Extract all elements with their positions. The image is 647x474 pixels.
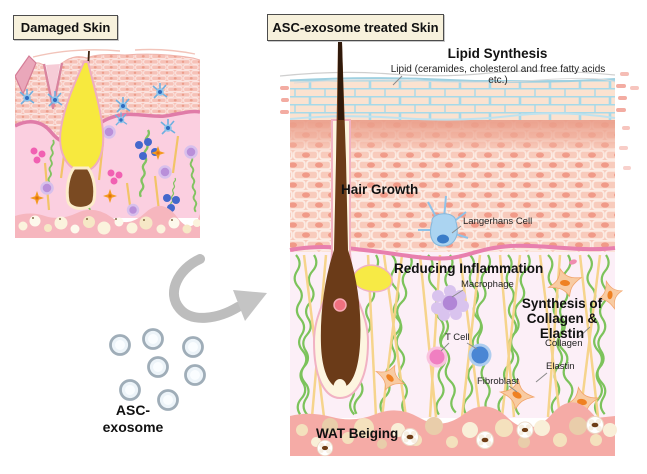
t-cell-label: T Cell xyxy=(445,332,470,343)
synthesis-collagen-elastin-label: Synthesis of Collagen & Elastin xyxy=(521,296,603,341)
macrophage-cell xyxy=(431,285,469,321)
langerhans-cell-icon xyxy=(418,195,469,247)
membrane-cell xyxy=(569,259,577,265)
left-hair-bulb xyxy=(65,166,97,210)
skin-flap xyxy=(15,55,37,96)
macrophage-cells xyxy=(40,125,198,217)
hair-shaft xyxy=(320,42,361,388)
treated-skin-illustration xyxy=(280,42,639,457)
left-panel-title: Damaged Skin xyxy=(20,20,111,35)
macrophage-label: Macrophage xyxy=(461,279,514,290)
left-wat-layer xyxy=(15,205,200,238)
asc-exosome-label: ASC- exosome xyxy=(102,402,164,435)
left-immune-cells xyxy=(30,125,198,217)
elastin-label: Elastin xyxy=(546,361,575,372)
reducing-inflammation-label: Reducing Inflammation xyxy=(394,261,544,276)
transfer-arrow-icon xyxy=(169,254,267,323)
damaged-skin-illustration xyxy=(15,48,200,238)
lipid-detail-label: Lipid (ceramides, cholesterol and free f… xyxy=(390,64,606,86)
sebaceous-gland xyxy=(351,264,393,293)
dermal-papilla xyxy=(333,379,347,395)
wat-layer xyxy=(290,402,617,457)
bulge-stem-cell xyxy=(333,298,347,312)
exosome-delivery-graphic xyxy=(109,254,267,411)
hair-growth-label: Hair Growth xyxy=(341,182,419,197)
pink-cell-clusters xyxy=(30,147,123,185)
t-cell-pink xyxy=(426,346,448,368)
pointer-lines xyxy=(392,75,591,393)
lipid-synthesis-label: Lipid Synthesis xyxy=(447,46,548,61)
wat-beiging-label: WAT Beiging xyxy=(316,426,399,441)
stratum-corneum-layer xyxy=(280,70,639,170)
collagen-label: Collagen xyxy=(545,338,583,349)
left-panel-title-box: Damaged Skin xyxy=(13,15,118,40)
left-epidermis-layer xyxy=(15,48,200,144)
right-panel-title: ASC-exosome treated Skin xyxy=(272,20,439,35)
langerhans-cell-label: Langerhans Cell xyxy=(463,216,533,227)
fibroblast-label: Fibroblast xyxy=(477,376,519,387)
hair-follicle xyxy=(312,42,393,400)
skin-crack xyxy=(46,64,60,104)
right-panel-title-box: ASC-exosome treated Skin xyxy=(267,14,444,41)
t-cell-blue xyxy=(468,343,492,367)
adipocytes xyxy=(296,417,617,449)
edge-lipid-dashes xyxy=(280,72,639,170)
